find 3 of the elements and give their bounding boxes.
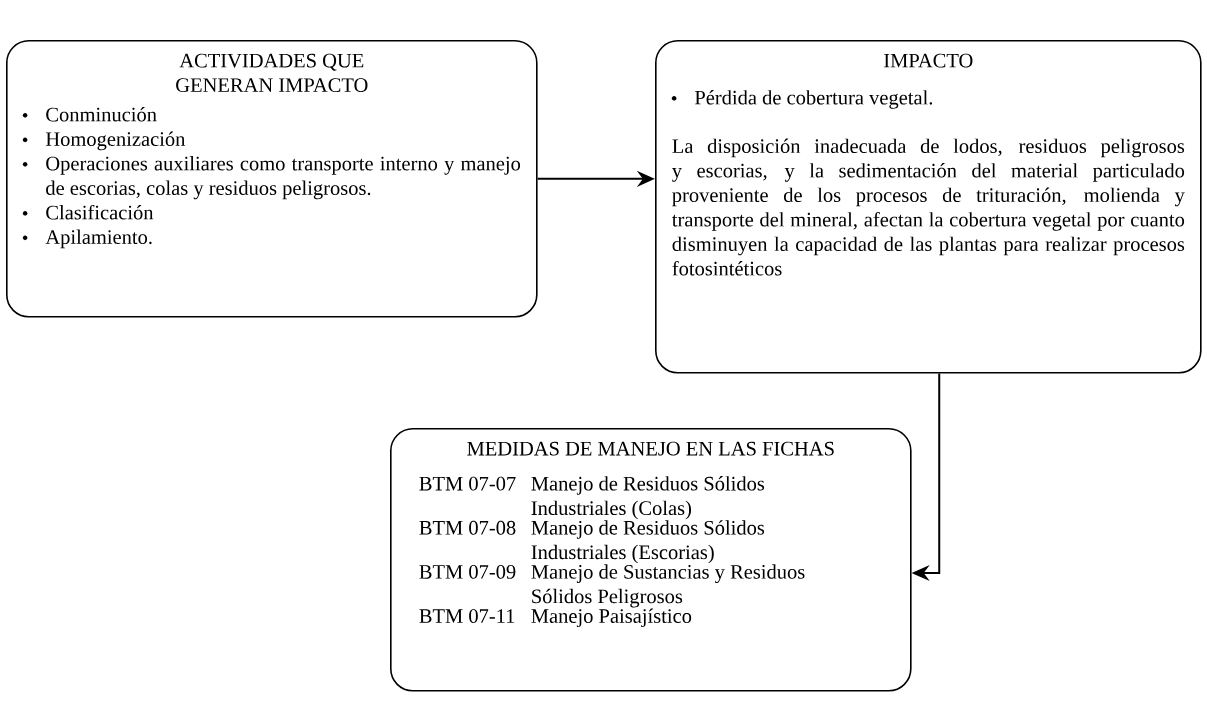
text-box: MEDIDAS DE MANEJO EN LAS FICHAS BTM 07-07 Manejo de Residuos Sólidos Industriales (Colas) BTM 07-08 Manejo de Residuos Sólidos Industriales (Escorias) BTM 07-09 Manejo de Sustancias y Residuos Sólidos Peligrosos BTM 07-11 Manejo Paisajístico (390, 428, 912, 692)
text-box: ACTIVIDADES QUE GENERAN IMPACTO Conminución Homogenización Operaciones auxiliares como transporte interno y manejo de escorias, colas y residuos peligrosos. Clasificación Apilamiento. (6, 40, 538, 318)
text-box: IMPACTO Pérdida de cobertura vegetal. La disposición inadecuada de lodos, residuos peligrosos y escorias, y la sedimentación del material particulado proveniente de los procesos de trituración, molienda y transporte del mineral, afectan la cobertura vegetal por cuanto disminuyen la capacidad de las plantas para realizar procesos fotosintéticos (655, 40, 1202, 374)
